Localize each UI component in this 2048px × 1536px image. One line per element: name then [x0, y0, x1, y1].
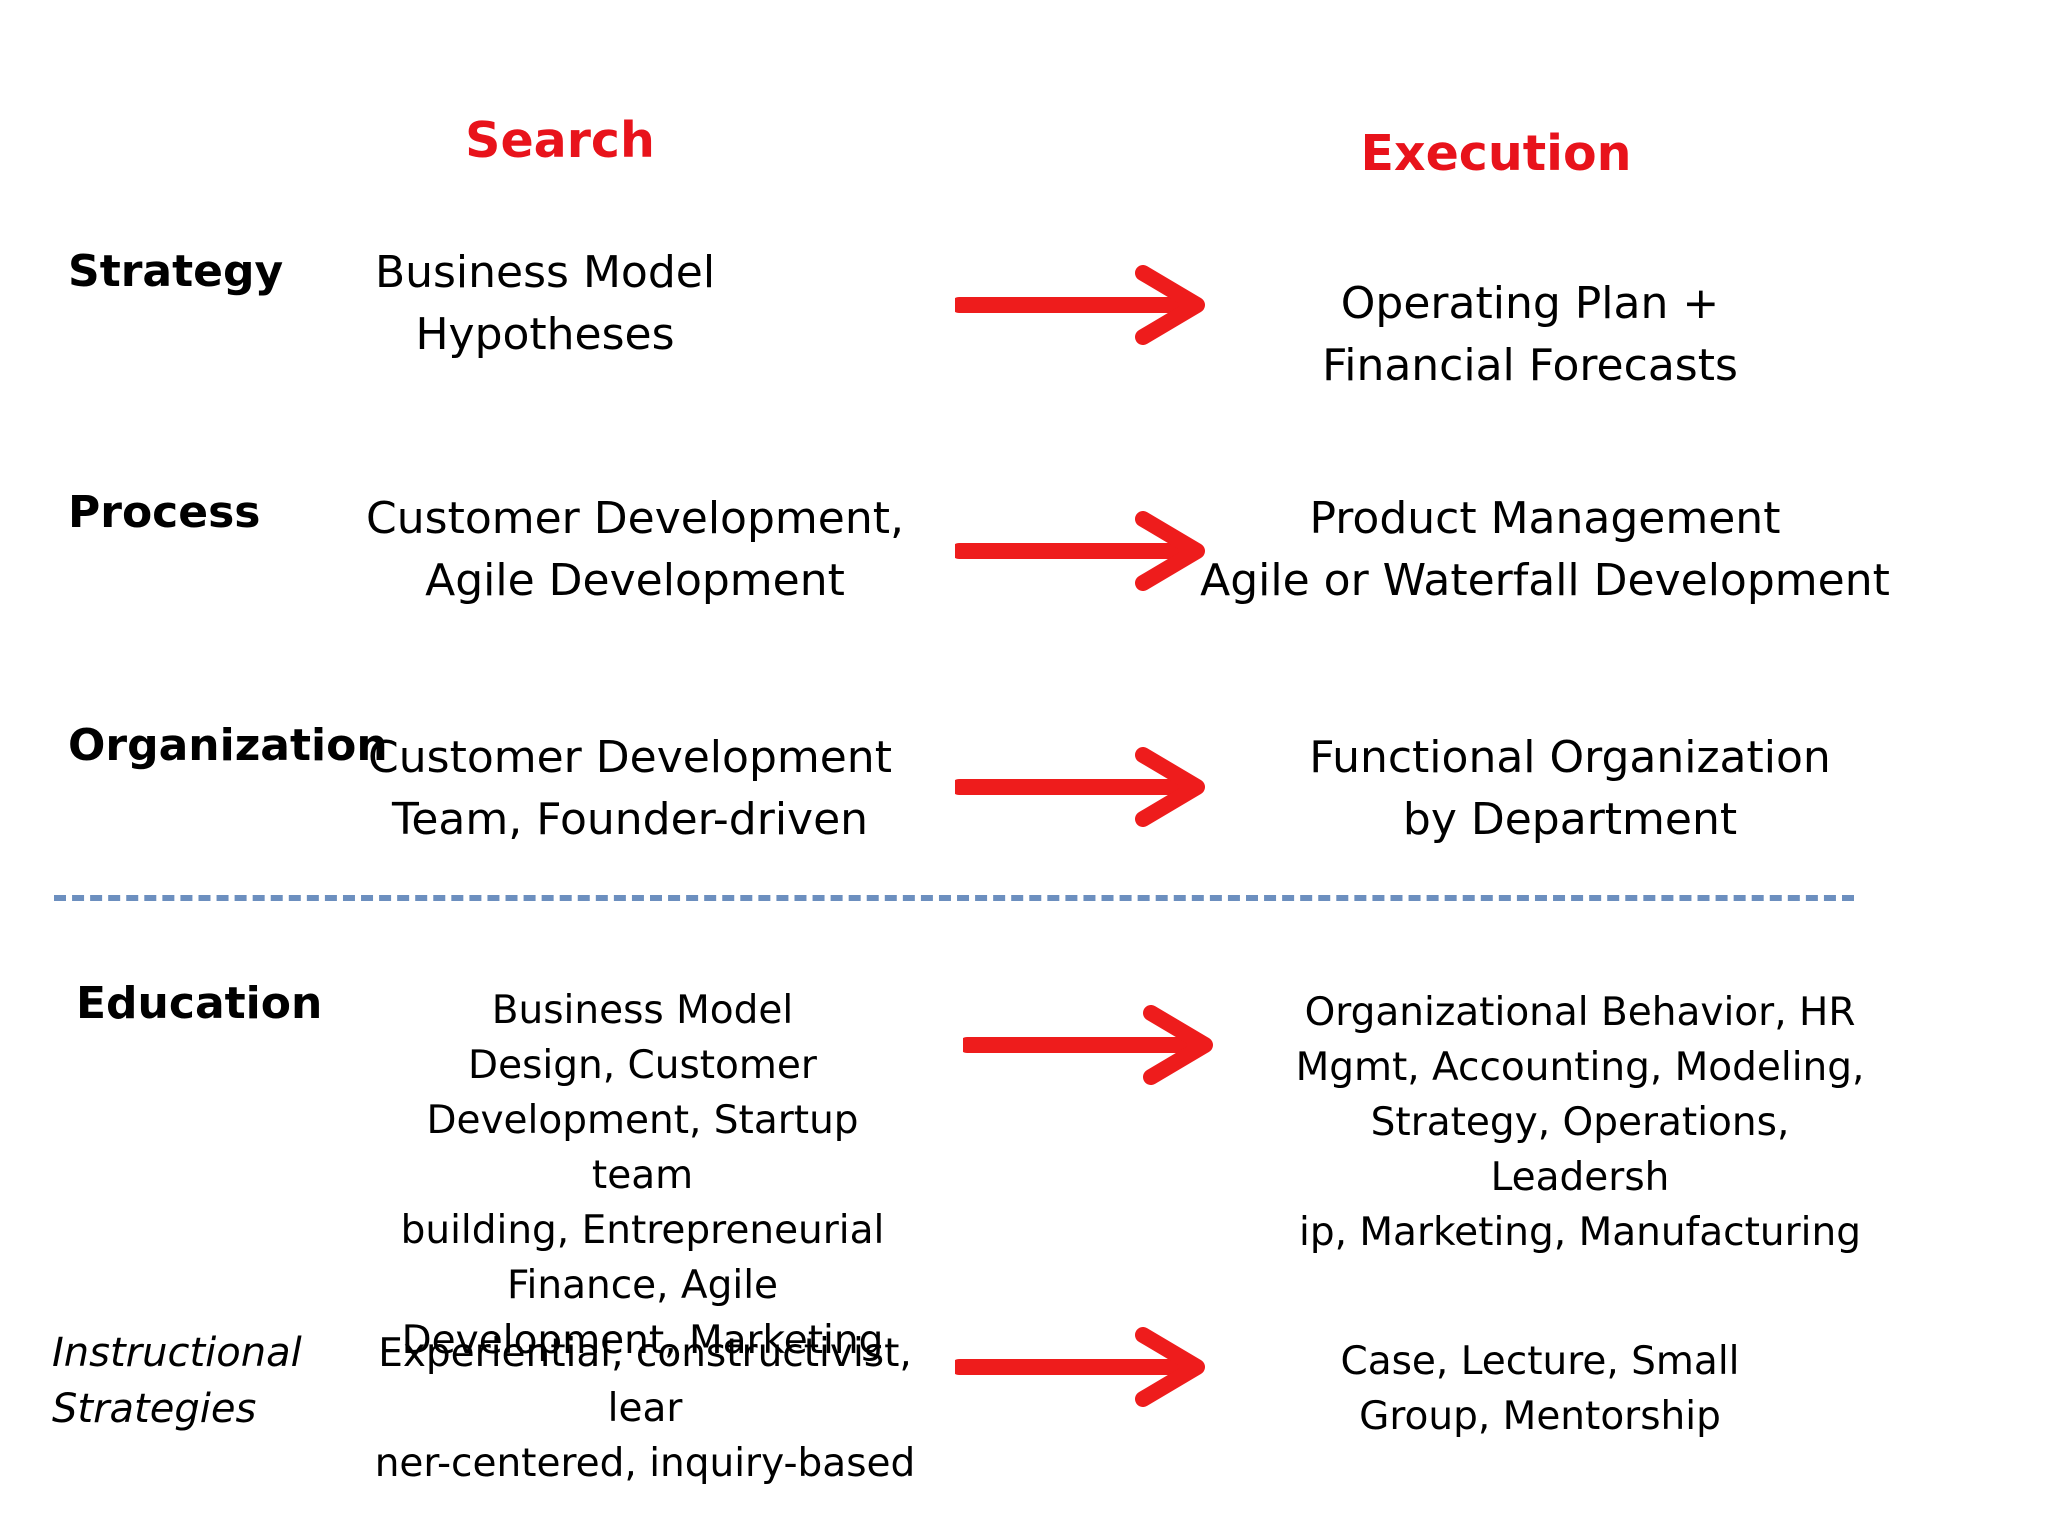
instructional-execution-text: Case, Lecture, Small Group, Mentorship — [1340, 1339, 1740, 1439]
process-execution-text: Product Management Agile or Waterfall De… — [1200, 493, 1890, 606]
education-search-text: Business Model Design, Customer Developm… — [400, 988, 885, 1363]
education-execution-text: Organizational Behavior, HR Mgmt, Accoun… — [1295, 990, 1865, 1255]
row-label-organization: Organization — [68, 720, 388, 771]
search-header: Search — [465, 112, 655, 169]
strategy-search-text: Business Model Hypotheses — [374, 247, 716, 360]
right-arrow-icon — [955, 747, 1205, 827]
row-label-process: Process — [68, 487, 261, 538]
dashed-divider — [54, 895, 1854, 901]
strategy-execution-text: Operating Plan + Financial Forecasts — [1322, 278, 1738, 391]
instructional-search-text: Experiential, constructivist, lear ner-c… — [374, 1331, 916, 1486]
right-arrow-icon — [963, 1005, 1213, 1085]
execution-header: Execution — [1360, 125, 1632, 182]
right-arrow-icon — [955, 1327, 1205, 1407]
organization-execution-text: Functional Organization by Department — [1309, 732, 1831, 845]
row-label-education: Education — [76, 978, 323, 1029]
right-arrow-icon — [955, 511, 1205, 591]
row-label-instructional-strategies: Instructional Strategies — [52, 1330, 302, 1432]
row-label-strategy: Strategy — [68, 246, 284, 297]
right-arrow-icon — [955, 265, 1205, 345]
process-search-text: Customer Development, Agile Development — [366, 493, 904, 606]
organization-search-text: Customer Development Team, Founder-drive… — [368, 732, 892, 845]
